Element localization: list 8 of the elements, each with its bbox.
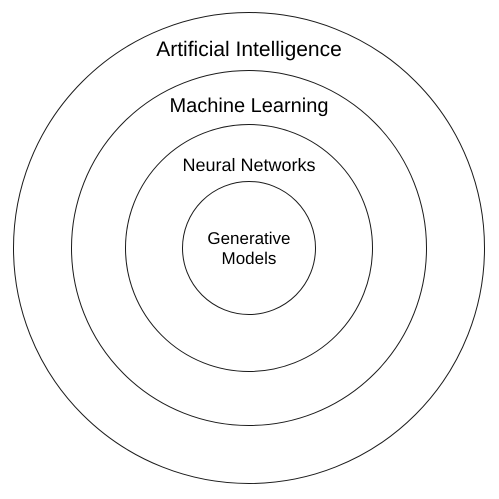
circle-label: Artificial Intelligence xyxy=(156,37,342,62)
circle xyxy=(13,12,485,484)
circle-label: Generative Models xyxy=(206,228,292,269)
circle-label: Neural Networks xyxy=(182,154,316,177)
circle xyxy=(71,70,427,426)
circle xyxy=(182,180,316,315)
circle-label: Machine Learning xyxy=(169,94,328,118)
circle xyxy=(124,124,373,372)
